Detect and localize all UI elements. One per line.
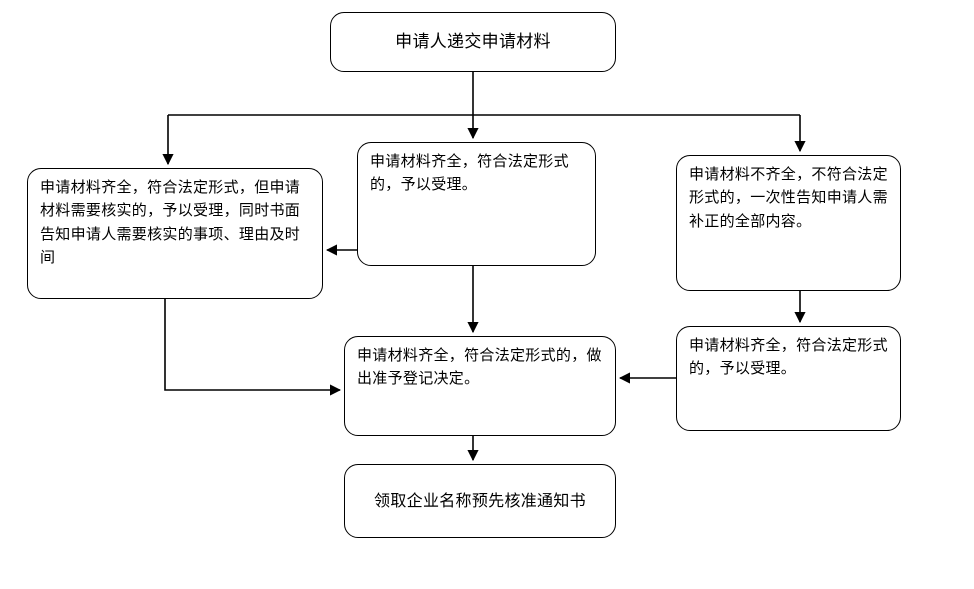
node-incomplete-materials-label: 申请材料不齐全，不符合法定形式的，一次性告知申请人需补正的全部内容。 xyxy=(689,165,888,230)
node-verify-required[interactable]: 申请材料齐全，符合法定形式，但申请材料需要核实的，予以受理，同时书面告知申请人需… xyxy=(27,168,323,299)
node-registration-decision-label: 申请材料齐全，符合法定形式的，做出准予登记决定。 xyxy=(357,346,602,388)
node-verify-required-label: 申请材料齐全，符合法定形式，但申请材料需要核实的，予以受理，同时书面告知申请人需… xyxy=(40,178,301,266)
node-receive-notice-label: 领取企业名称预先核准通知书 xyxy=(374,490,586,510)
node-accept-complete-label: 申请材料齐全，符合法定形式的，予以受理。 xyxy=(370,152,569,194)
node-accept-after-correction[interactable]: 申请材料齐全，符合法定形式的，予以受理。 xyxy=(676,326,901,431)
node-incomplete-materials[interactable]: 申请材料不齐全，不符合法定形式的，一次性告知申请人需补正的全部内容。 xyxy=(676,155,901,291)
node-submit-application[interactable]: 申请人递交申请材料 xyxy=(330,12,616,72)
node-submit-application-label: 申请人递交申请材料 xyxy=(395,31,551,52)
node-registration-decision[interactable]: 申请材料齐全，符合法定形式的，做出准予登记决定。 xyxy=(344,336,616,436)
node-accept-complete[interactable]: 申请材料齐全，符合法定形式的，予以受理。 xyxy=(357,142,596,266)
edge-verify-to-decision xyxy=(164,299,342,396)
node-accept-after-correction-label: 申请材料齐全，符合法定形式的，予以受理。 xyxy=(689,336,888,378)
node-receive-notice[interactable]: 领取企业名称预先核准通知书 xyxy=(344,464,616,538)
